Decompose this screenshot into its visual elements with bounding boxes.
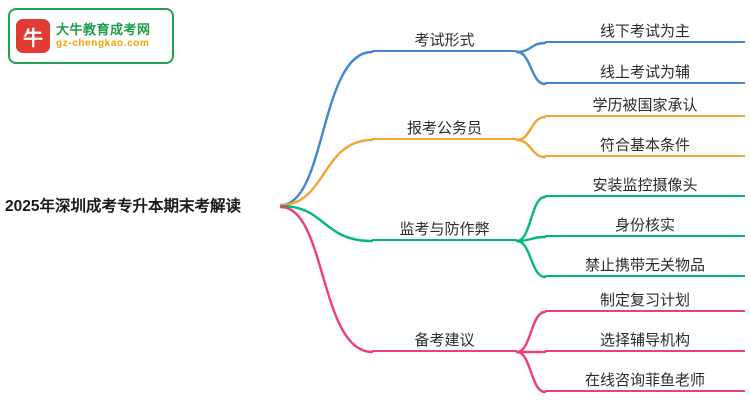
connector-root-to-invigilation [279, 204, 374, 243]
leaf-study-plan: 制定复习计划 [545, 288, 745, 312]
leaf-degree-recognized: 学历被国家承认 [545, 93, 745, 117]
leaf-tutoring-agency: 选择辅导机构 [545, 328, 745, 352]
connector-prep-advice-to-plan [515, 310, 547, 354]
connector-invigilation-to-cctv [515, 195, 547, 243]
branch-civil-service: 报考公务员 [372, 116, 517, 140]
connector-civil-service-to-conditions [515, 138, 547, 159]
connector-exam-format-to-online [515, 50, 547, 86]
connector-root-to-civil-service [279, 138, 374, 207]
leaf-offline-exam: 线下考试为主 [545, 19, 745, 43]
bull-icon: 牛 [16, 19, 50, 53]
site-name: 大牛教育成考网 [56, 22, 151, 38]
branch-exam-format: 考试形式 [372, 28, 517, 52]
site-domain: gz-chengkao.com [56, 37, 150, 49]
leaf-basic-conditions: 符合基本条件 [545, 133, 745, 157]
site-logo[interactable]: 牛 大牛教育成考网 gz-chengkao.com [8, 8, 174, 64]
leaf-no-unrelated-items: 禁止携带无关物品 [545, 253, 745, 277]
branch-prep-advice: 备考建议 [372, 328, 517, 352]
leaf-online-exam: 线上考试为辅 [545, 60, 745, 84]
connector-civil-service-to-degree [515, 115, 547, 142]
bull-icon-glyph: 牛 [23, 27, 43, 50]
leaf-consult-teacher: 在线咨询菲鱼老师 [545, 368, 745, 392]
connector-invigilation-to-no-items [515, 239, 547, 279]
leaf-identity-check: 身份核实 [545, 213, 745, 237]
connector-root-to-prep-advice [279, 205, 374, 354]
connector-invigilation-to-identity [515, 235, 547, 243]
connector-prep-advice-to-consult [515, 350, 547, 394]
connector-root-to-exam-format [279, 50, 374, 207]
site-logo-text: 大牛教育成考网 gz-chengkao.com [56, 22, 151, 50]
leaf-cctv-install: 安装监控摄像头 [545, 173, 745, 197]
root-topic: 2025年深圳成考专升本期末考解读 [5, 198, 241, 215]
branch-invigilation: 监考与防作弊 [372, 217, 517, 241]
connector-exam-format-to-offline [515, 41, 547, 54]
